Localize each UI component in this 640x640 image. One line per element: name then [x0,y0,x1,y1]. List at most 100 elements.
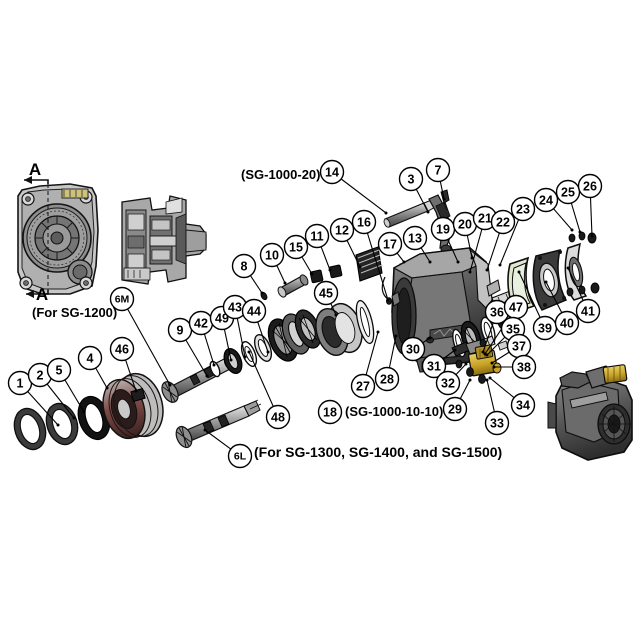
callout-circle-16 [351,209,377,235]
callout-circle-40 [554,310,580,336]
callout-1[interactable]: 1 [7,370,33,396]
callout-21[interactable]: 21 [472,205,498,231]
callout-43[interactable]: 43 [222,294,248,320]
callout-circle-13 [402,225,428,251]
callout-circle-32 [435,370,461,396]
callout-17[interactable]: 17 [377,231,403,257]
callout-22[interactable]: 22 [490,209,516,235]
callout-15[interactable]: 15 [283,234,309,260]
splines-6m [161,380,179,404]
callout-6L[interactable]: 6L [227,443,253,469]
callout-4[interactable]: 4 [77,345,103,371]
text-labels: (SG-1000-20)(For SG-1200)(SG-1000-10-10)… [32,167,502,460]
callout-31[interactable]: 31 [421,353,447,379]
callout-36[interactable]: 36 [484,299,510,325]
leader-endpoint-29 [468,378,472,382]
callout-number-38: 38 [517,361,531,375]
leader-endpoint-17 [402,260,406,264]
callout-25[interactable]: 25 [555,179,581,205]
callout-33[interactable]: 33 [484,410,510,436]
callout-26[interactable]: 26 [577,173,603,199]
callout-40[interactable]: 40 [554,310,580,336]
callout-39[interactable]: 39 [532,315,558,341]
leader-line-15 [301,256,313,275]
callout-34[interactable]: 34 [510,392,536,418]
callout-circle-17 [377,231,403,257]
callout-12[interactable]: 12 [329,217,355,243]
callout-45[interactable]: 45 [313,280,339,306]
leader-line-13 [420,247,431,263]
leader-line-7 [439,181,445,200]
callout-11[interactable]: 11 [304,223,330,249]
callout-24[interactable]: 24 [533,187,559,213]
callout-27[interactable]: 27 [350,373,376,399]
leader-endpoint-48 [247,350,251,354]
leader-endpoint-42 [212,363,216,367]
callout-29[interactable]: 29 [442,396,468,422]
shaft-6m [161,356,235,404]
callout-circle-22 [490,209,516,235]
leader-line-35 [486,336,506,356]
leader-line-17 [396,252,405,263]
gearbox-housing [547,364,633,461]
callout-10[interactable]: 10 [259,242,285,268]
callout-14[interactable]: 14 [319,159,345,185]
callout-38[interactable]: 38 [511,354,537,380]
callout-42[interactable]: 42 [188,310,214,336]
leader-endpoint-1 [56,423,60,427]
callout-number-17: 17 [383,238,397,252]
callout-47[interactable]: 47 [503,294,529,320]
callout-number-10: 10 [265,249,279,263]
callout-7[interactable]: 7 [425,157,451,183]
leader-line-34 [489,377,515,399]
leader-endpoint-19 [456,260,460,264]
leader-endpoint-46 [134,389,138,393]
section-letters: AA [29,160,48,304]
callout-32[interactable]: 32 [435,370,461,396]
callout-number-49: 49 [215,312,229,326]
callout-circle-7 [425,157,451,183]
callout-48[interactable]: 48 [265,404,291,430]
callout-circle-3 [398,166,424,192]
callout-44[interactable]: 44 [241,298,267,324]
callout-19[interactable]: 19 [430,216,456,242]
callout-number-32: 32 [441,377,455,391]
callout-46[interactable]: 46 [109,336,135,362]
leader-line-6M [127,308,171,386]
leader-line-20 [466,235,473,259]
callout-3[interactable]: 3 [398,166,424,192]
sg-1200-label: (For SG-1200) [32,305,117,320]
leader-line-9 [185,339,208,377]
callout-8[interactable]: 8 [231,253,257,279]
callout-circle-41 [575,298,601,324]
callout-circle-4 [77,345,103,371]
leader-line-25 [570,202,581,233]
leader-endpoint-25 [578,230,582,234]
callout-circle-30 [400,336,426,362]
callout-37[interactable]: 37 [506,333,532,359]
callout-28[interactable]: 28 [374,366,400,392]
leader-line-8 [249,275,263,294]
callout-5[interactable]: 5 [46,357,72,383]
leader-line-41 [567,267,584,301]
leader-line-40 [545,281,563,314]
callout-30[interactable]: 30 [400,336,426,362]
callout-circle-15 [283,234,309,260]
bearing-49 [223,347,243,375]
callout-23[interactable]: 23 [510,196,536,222]
callout-number-14: 14 [325,166,339,180]
callout-16[interactable]: 16 [351,209,377,235]
leader-endpoint-40 [544,280,548,284]
leader-endpoint-15 [310,272,314,276]
leader-endpoint-2 [72,416,76,420]
callout-18[interactable]: 18 [317,399,343,425]
callout-number-23: 23 [516,203,530,217]
callout-9[interactable]: 9 [167,317,193,343]
callout-13[interactable]: 13 [402,225,428,251]
callout-6M[interactable]: 6M [109,286,135,312]
callout-41[interactable]: 41 [575,298,601,324]
callout-number-33: 33 [490,417,504,431]
callout-number-4: 4 [87,352,94,366]
